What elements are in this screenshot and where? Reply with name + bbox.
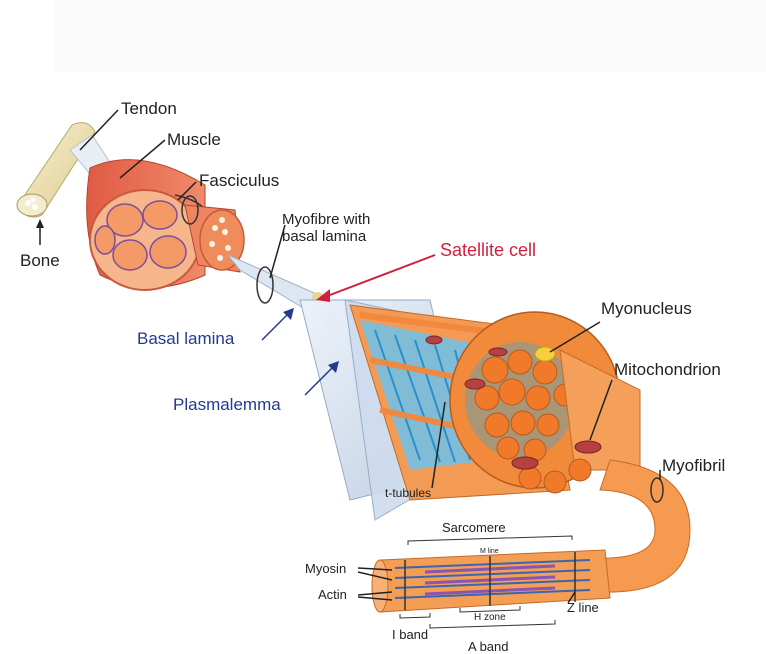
label-fasciculus: Fasciculus	[199, 172, 279, 191]
label-sarcomere: Sarcomere	[442, 521, 506, 535]
label-z-line: Z line	[567, 601, 599, 615]
label-i-band: I band	[392, 628, 428, 642]
label-myonucleus: Myonucleus	[601, 300, 692, 319]
bone-shape	[17, 123, 95, 217]
label-satellite-cell: Satellite cell	[440, 241, 536, 261]
label-m-line: M line	[480, 548, 499, 556]
label-plasmalemma: Plasmalemma	[173, 396, 281, 415]
label-basal-lamina: Basal lamina	[137, 330, 234, 349]
background-band	[55, 0, 766, 72]
label-a-band: A band	[468, 640, 509, 654]
label-tendon: Tendon	[121, 100, 177, 119]
label-bone: Bone	[20, 252, 60, 271]
label-myofibre: Myofibre with basal lamina	[282, 212, 370, 245]
label-h-zone: H zone	[474, 612, 506, 623]
myofibril-tube	[595, 460, 690, 592]
label-myofibril: Myofibril	[662, 457, 725, 476]
label-muscle: Muscle	[167, 131, 221, 150]
label-myosin: Myosin	[305, 562, 346, 576]
label-mitochondrion: Mitochondrion	[614, 361, 721, 380]
label-actin: Actin	[318, 588, 347, 602]
label-t-tubules: t-tubules	[385, 487, 431, 500]
